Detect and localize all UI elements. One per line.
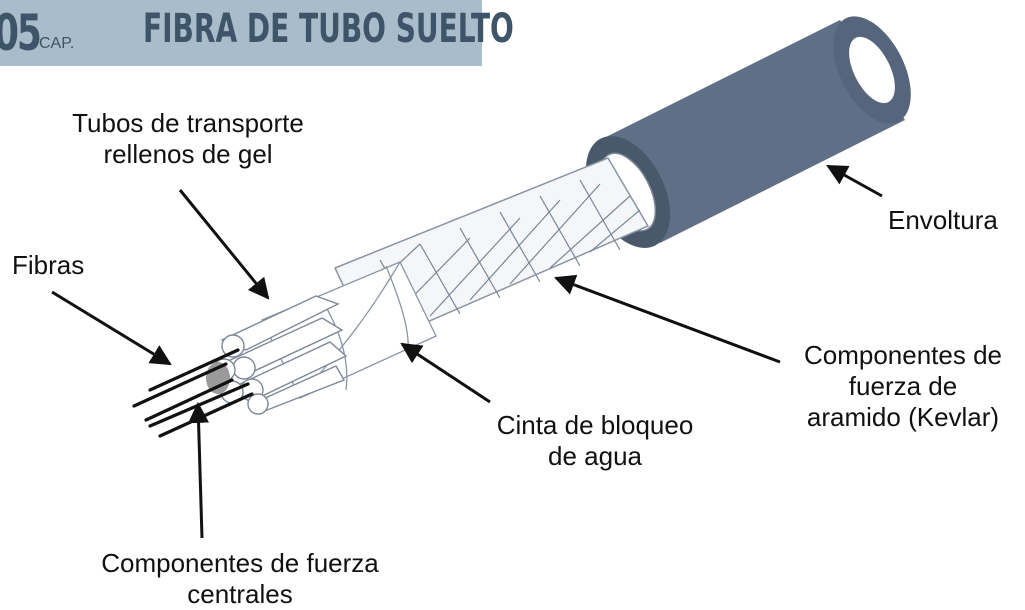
chapter-number: 05: [0, 4, 42, 62]
label-fibras: Fibras: [12, 250, 85, 280]
arrow-tubos: [178, 189, 270, 300]
arrow-cinta: [400, 342, 491, 404]
chapter-banner: 05 CAP. FIBRA DE TUBO SUELTO: [0, 0, 514, 66]
label-kevlar-line3: aramido (Kevlar): [806, 402, 1000, 432]
label-kevlar: Componentes de fuerza de aramido (Kevlar…: [788, 340, 1018, 433]
label-tubos-line2: rellenos de gel: [103, 139, 273, 169]
arrow-fibras: [51, 290, 172, 366]
chapter-label: CAP.: [39, 35, 75, 52]
label-envoltura: Envoltura: [888, 205, 998, 235]
label-centrales: Componentes de fuerza centrales: [70, 548, 410, 610]
label-cinta-line2: de agua: [548, 441, 642, 471]
label-centrales-line1: Componentes de fuerza: [101, 548, 379, 578]
fibers: [132, 348, 254, 438]
arrow-envoltura: [826, 164, 883, 198]
label-tubos-line1: Tubos de transporte: [72, 108, 304, 138]
label-kevlar-line1: Componentes de: [803, 340, 1003, 370]
label-cinta: Cinta de bloqueo de agua: [480, 410, 710, 472]
label-cinta-line1: Cinta de bloqueo: [496, 410, 694, 440]
arrow-centrales: [188, 401, 210, 539]
callout-arrows: [51, 164, 883, 539]
arrow-kevlar: [554, 274, 781, 364]
label-centrales-line2: centrales: [187, 579, 293, 609]
label-kevlar-line2: fuerza de: [848, 371, 958, 401]
chapter-title: FIBRA DE TUBO SUELTO: [143, 6, 514, 52]
label-tubos: Tubos de transporte rellenos de gel: [48, 108, 328, 170]
